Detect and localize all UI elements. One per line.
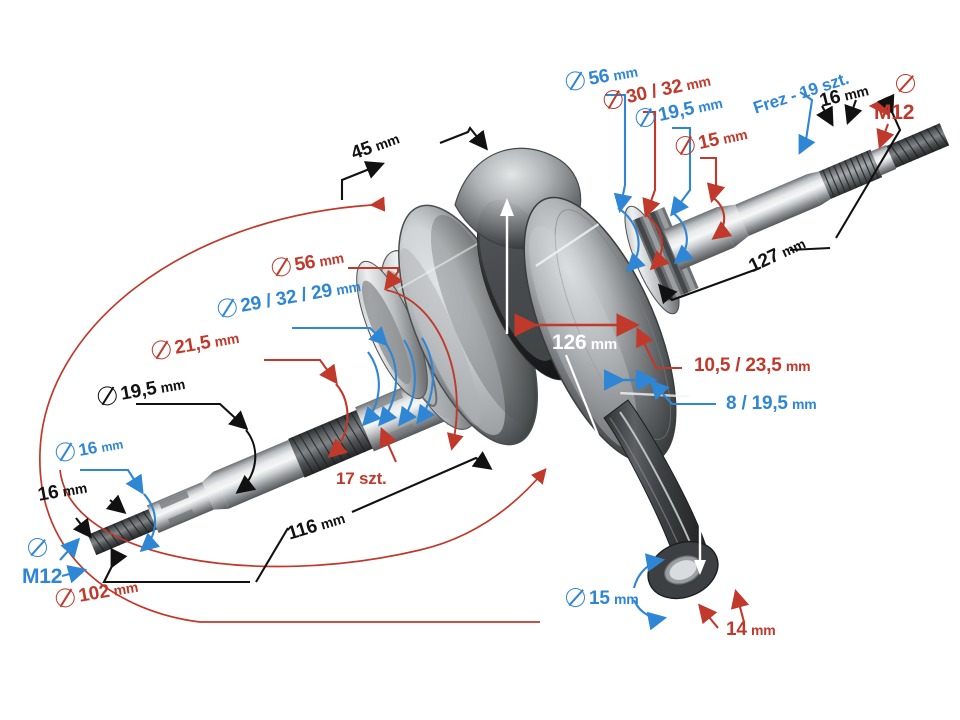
label-dim-8-19-5: 8 / 19,5 mm bbox=[726, 393, 817, 414]
label-len-14-rod: 14 mm bbox=[726, 619, 776, 640]
label-m12-left: M12 bbox=[22, 538, 62, 587]
label-len-126: 126 mm bbox=[552, 331, 617, 354]
diameter-icon bbox=[216, 296, 239, 319]
label-dim-10-5-23-5: 10,5 / 23,5 mm bbox=[694, 355, 811, 376]
diameter-icon bbox=[896, 74, 915, 93]
label-m12-top: M12 bbox=[874, 74, 915, 123]
diameter-icon bbox=[673, 134, 697, 157]
diameter-icon bbox=[54, 440, 77, 463]
label-qty-17-szt: 17 szt. bbox=[336, 469, 387, 488]
diameter-icon bbox=[601, 88, 625, 111]
diameter-icon bbox=[96, 384, 119, 407]
diameter-icon bbox=[270, 255, 293, 278]
diameter-icon bbox=[150, 338, 173, 361]
diameter-icon bbox=[633, 106, 657, 129]
diameter-icon bbox=[54, 586, 77, 609]
label-dia-15-rod: 15 mm bbox=[566, 588, 639, 608]
diameter-icon bbox=[566, 588, 585, 607]
diameter-icon bbox=[564, 69, 587, 92]
diameter-icon bbox=[28, 538, 47, 557]
